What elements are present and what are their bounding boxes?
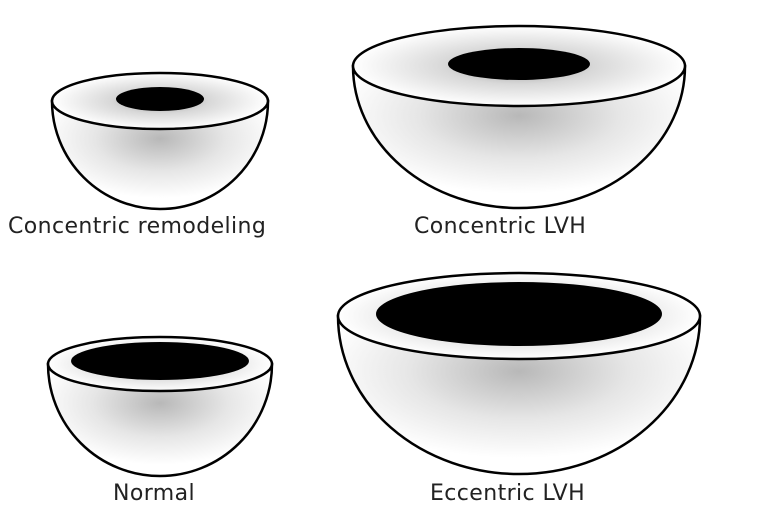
- bowl-concentric-remodeling: [52, 73, 268, 209]
- label-concentric-lvh: Concentric LVH: [414, 216, 586, 238]
- label-normal: Normal: [113, 483, 195, 505]
- label-eccentric-lvh: Eccentric LVH: [430, 483, 585, 505]
- cavity-concentric-lvh: [448, 48, 590, 80]
- cavity-normal: [71, 342, 249, 380]
- label-concentric-remodeling: Concentric remodeling: [8, 216, 266, 238]
- bowl-concentric-lvh: [353, 26, 685, 208]
- bowl-eccentric-lvh: [338, 273, 700, 474]
- cavity-concentric-remodeling: [116, 87, 204, 111]
- cavity-eccentric-lvh: [376, 282, 662, 346]
- bowl-normal: [48, 337, 272, 476]
